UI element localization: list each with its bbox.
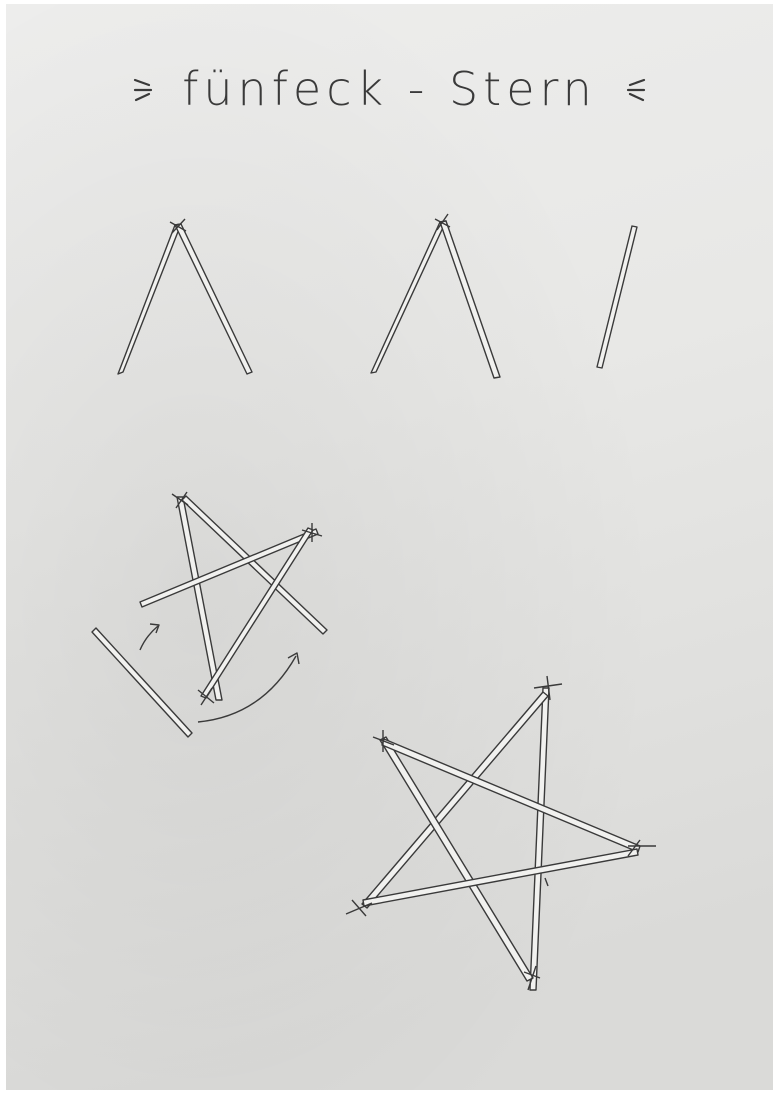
page-title: fünfeck - Stern — [182, 62, 597, 116]
paper-shadow — [6, 4, 773, 1090]
title-row: fünfeck - Stern — [0, 62, 779, 116]
burst-left-icon — [131, 72, 157, 106]
burst-right-icon — [622, 72, 648, 106]
